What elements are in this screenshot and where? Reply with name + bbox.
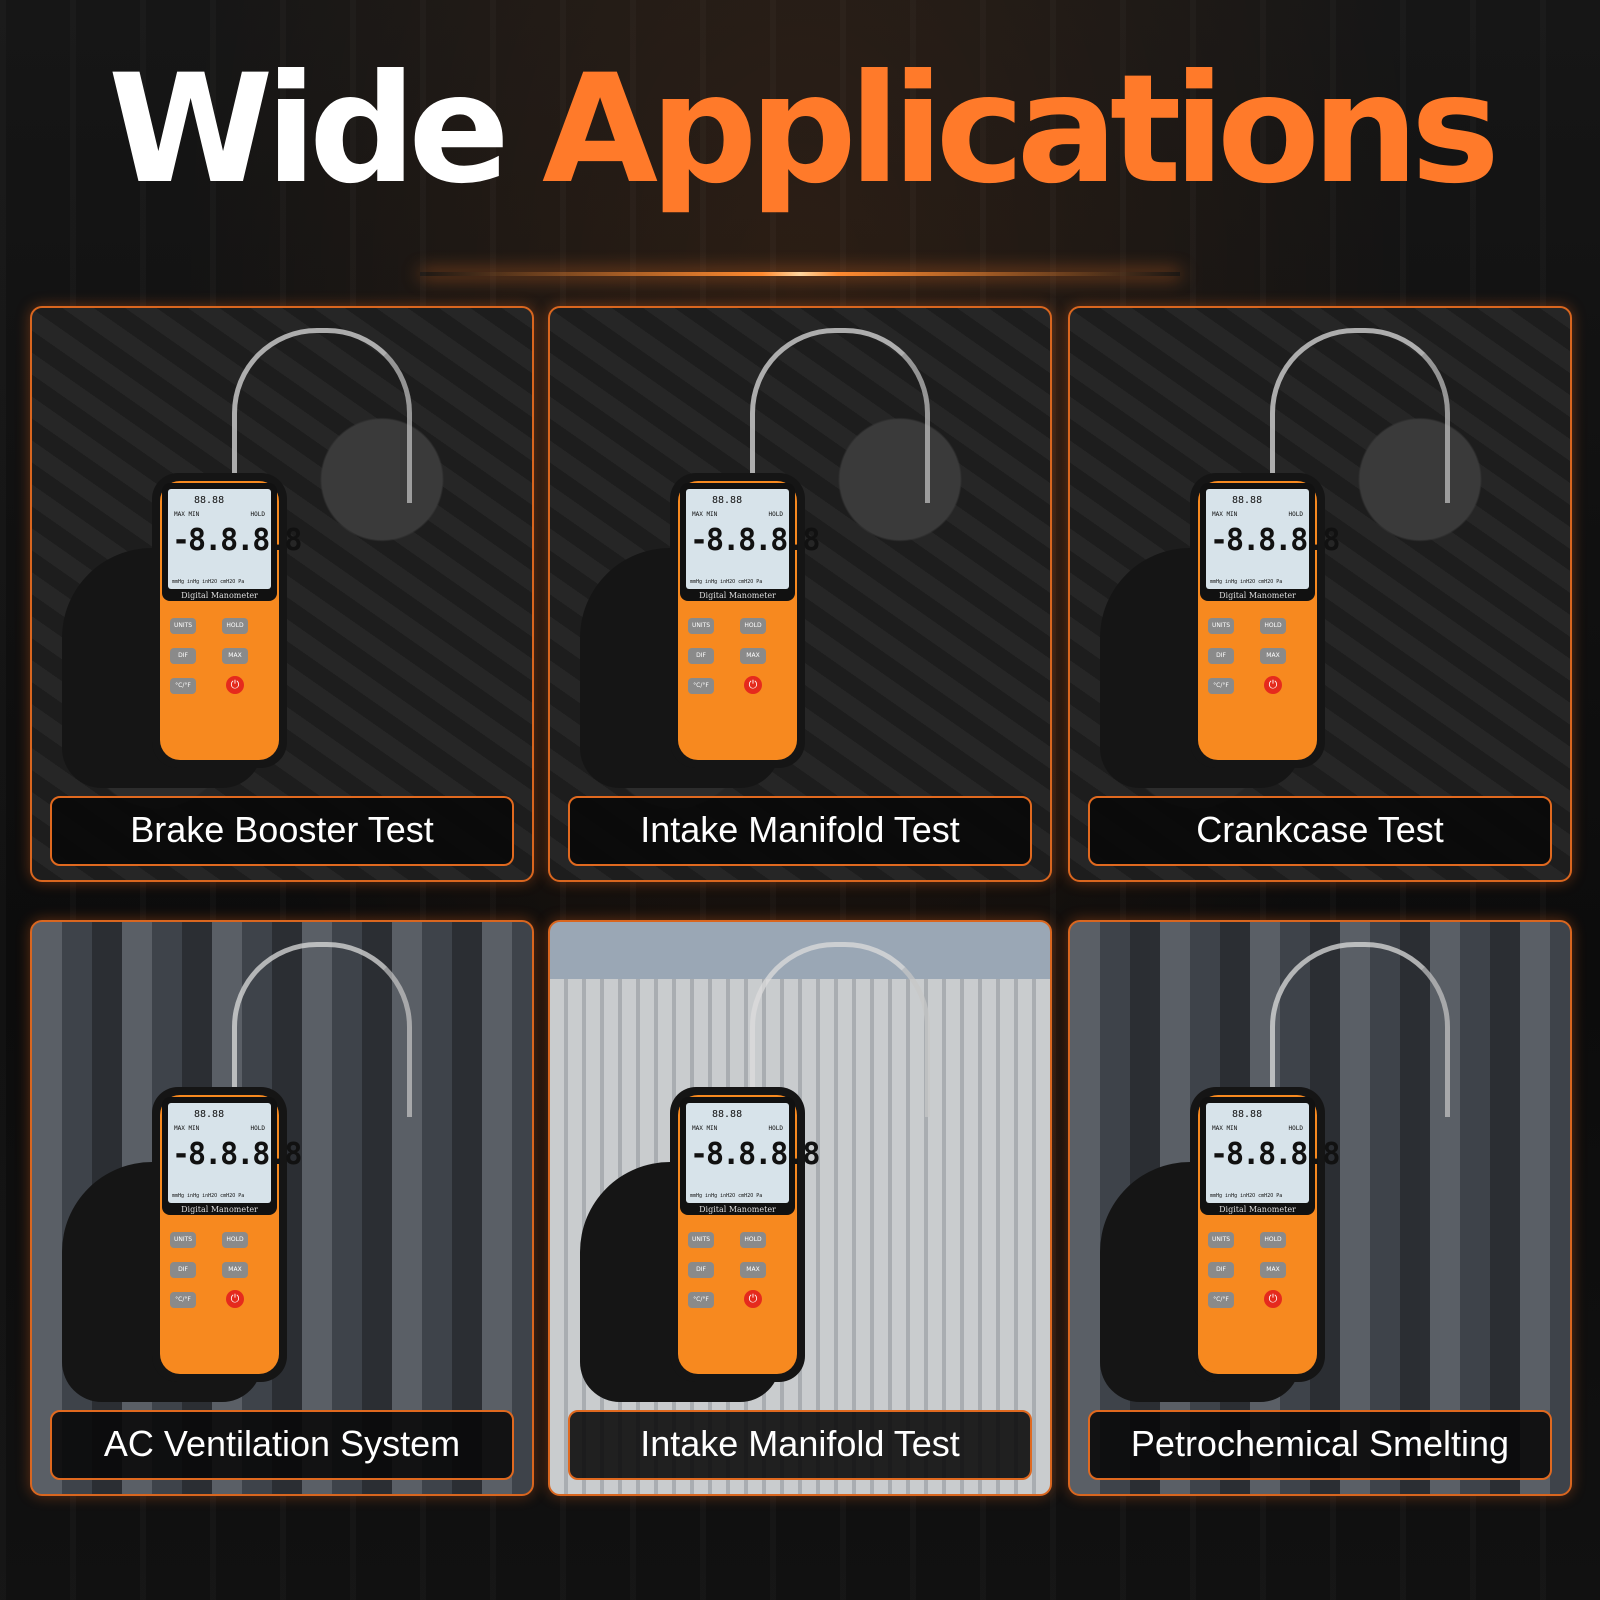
hold-key: HOLD xyxy=(1260,618,1286,634)
units-key: UNITS xyxy=(688,618,714,634)
panel-label: Brake Booster Test xyxy=(50,796,514,866)
max-key: MAX xyxy=(740,1262,766,1278)
temp-unit-key: °C/°F xyxy=(688,1292,714,1308)
dif-key: DIF xyxy=(170,1262,196,1278)
max-key: MAX xyxy=(740,648,766,664)
power-icon: ⏻ xyxy=(226,676,244,694)
max-key: MAX xyxy=(1260,1262,1286,1278)
hold-key: HOLD xyxy=(740,1232,766,1248)
power-icon: ⏻ xyxy=(1264,676,1282,694)
hold-key: HOLD xyxy=(222,1232,248,1248)
dif-key: DIF xyxy=(1208,648,1234,664)
power-icon: ⏻ xyxy=(744,676,762,694)
dif-key: DIF xyxy=(688,1262,714,1278)
dif-key: DIF xyxy=(1208,1262,1234,1278)
hose xyxy=(1270,942,1450,1117)
panel-label: Intake Manifold Test xyxy=(568,1410,1032,1480)
units-key: UNITS xyxy=(1208,1232,1234,1248)
panel-label: Intake Manifold Test xyxy=(568,796,1032,866)
power-icon: ⏻ xyxy=(1264,1290,1282,1308)
title-word-applications: Applications xyxy=(541,43,1500,217)
temp-unit-key: °C/°F xyxy=(688,678,714,694)
hose xyxy=(750,328,930,503)
max-key: MAX xyxy=(222,648,248,664)
max-key: MAX xyxy=(1260,648,1286,664)
dif-key: DIF xyxy=(170,648,196,664)
hose xyxy=(750,942,930,1117)
hold-key: HOLD xyxy=(222,618,248,634)
units-key: UNITS xyxy=(170,1232,196,1248)
units-key: UNITS xyxy=(170,618,196,634)
power-icon: ⏻ xyxy=(744,1290,762,1308)
power-icon: ⏻ xyxy=(226,1290,244,1308)
device-brand: Digital Manometer xyxy=(1219,1205,1296,1214)
hold-key: HOLD xyxy=(740,618,766,634)
units-key: UNITS xyxy=(1208,618,1234,634)
max-key: MAX xyxy=(222,1262,248,1278)
device-brand: Digital Manometer xyxy=(699,1205,776,1214)
temp-unit-key: °C/°F xyxy=(170,678,196,694)
hose xyxy=(1270,328,1450,503)
panel-label: Petrochemical Smelting xyxy=(1088,1410,1552,1480)
temp-unit-key: °C/°F xyxy=(1208,1292,1234,1308)
units-key: UNITS xyxy=(688,1232,714,1248)
title-glow-divider xyxy=(420,272,1180,276)
dif-key: DIF xyxy=(688,648,714,664)
device-brand: Digital Manometer xyxy=(181,591,258,600)
hose xyxy=(232,328,412,503)
hose xyxy=(232,942,412,1117)
device-brand: Digital Manometer xyxy=(1219,591,1296,600)
title-word-wide: Wide xyxy=(107,43,510,217)
device-brand: Digital Manometer xyxy=(181,1205,258,1214)
hold-key: HOLD xyxy=(1260,1232,1286,1248)
panel-label: AC Ventilation System xyxy=(50,1410,514,1480)
temp-unit-key: °C/°F xyxy=(170,1292,196,1308)
temp-unit-key: °C/°F xyxy=(1208,678,1234,694)
panel-label: Crankcase Test xyxy=(1088,796,1552,866)
device-brand: Digital Manometer xyxy=(699,591,776,600)
